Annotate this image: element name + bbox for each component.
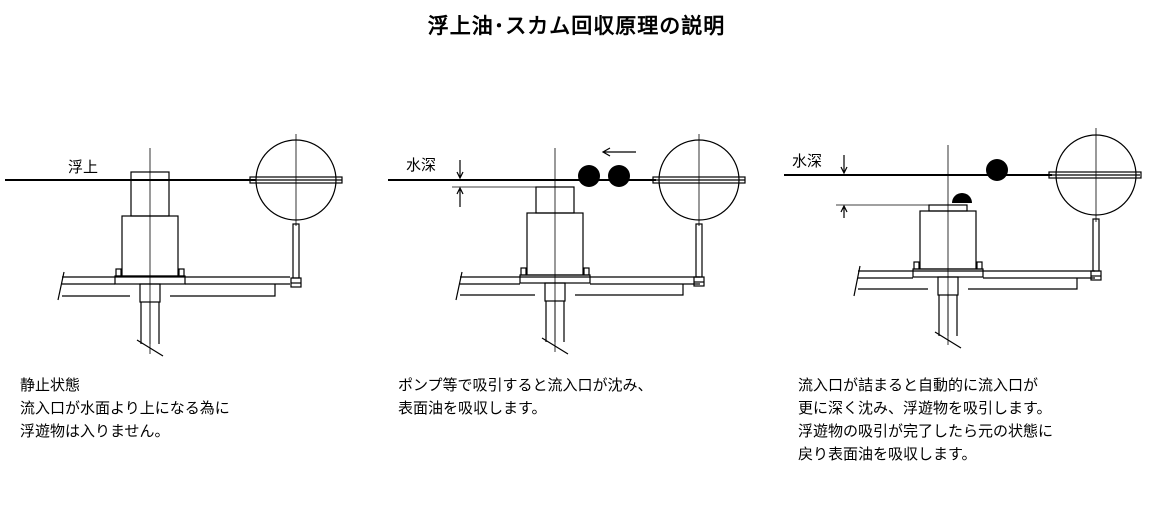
outlet-break [541, 337, 569, 355]
sucked-droplet [952, 193, 972, 203]
panel-1-static: 浮上 [5, 134, 343, 357]
base-plate-break [455, 271, 463, 301]
oil-droplet [578, 165, 600, 187]
float-band [652, 176, 746, 184]
float-band [249, 176, 343, 184]
oil-droplet [608, 165, 630, 187]
bolt-left [115, 268, 122, 277]
panel-2-caption: ポンプ等で吸引すると流入口が沈み、 表面油を吸収します。 [398, 374, 653, 420]
base-plate-break [57, 271, 65, 301]
base-plate [858, 270, 1095, 290]
caption-line: 浮遊物は入りません。 [20, 422, 170, 440]
float-rod [292, 223, 300, 279]
caption-line: 静止状態 [20, 376, 81, 394]
bolt-right [583, 267, 590, 276]
base-plate [460, 276, 700, 296]
float-rod [1092, 218, 1100, 272]
panel-1-caption: 静止状態 流入口が水面より上になる為に 浮遊物は入りません。 [20, 374, 230, 443]
caption-line: 流入口が詰まると自動的に流入口が [798, 376, 1039, 394]
caption-line: ポンプ等で吸引すると流入口が沈み、 [398, 376, 653, 394]
depth-arrow-bottom [840, 204, 848, 218]
float-rod [695, 223, 703, 278]
panel-3-caption: 流入口が詰まると自動的に流入口が 更に深く沈み、浮遊物を吸引します。 浮遊物の吸… [798, 374, 1053, 466]
caption-line: 更に深く沈み、浮遊物を吸引します。 [798, 399, 1052, 417]
diagram-title: 浮上油･スカム回収原理の説明 [427, 14, 726, 38]
base-plate [62, 276, 290, 297]
caption-line: 表面油を吸収します。 [398, 399, 547, 417]
panel-1-label: 浮上 [68, 158, 98, 176]
panel-2-label: 水深 [406, 156, 436, 174]
depth-arrow-top [840, 155, 848, 175]
bolt-left [520, 267, 527, 276]
bolt-right [976, 261, 983, 270]
caption-line: 浮遊物の吸引が完了したら元の状態に [798, 422, 1054, 440]
flow-arrow [601, 147, 636, 157]
outlet-break [136, 339, 164, 357]
floating-debris [986, 159, 1008, 181]
panel-3-clogged: 水深 [784, 128, 1142, 349]
bolt-left [913, 261, 920, 270]
depth-arrow-top [456, 160, 464, 180]
caption-line: 流入口が水面より上になる為に [20, 399, 230, 417]
depth-arrow-bottom [456, 186, 464, 207]
float-band [1048, 171, 1142, 179]
panel-3-label: 水深 [792, 152, 822, 170]
outlet-break [934, 331, 962, 349]
caption-line: 戻り表面油を吸収します。 [798, 445, 977, 463]
base-plate-break [853, 265, 861, 297]
bolt-right [178, 268, 185, 277]
panel-2-suction: 水深 [388, 134, 746, 355]
